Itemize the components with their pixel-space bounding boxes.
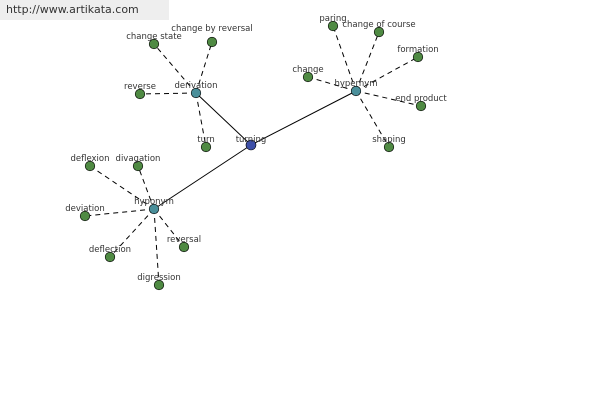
node-reverse[interactable] [134, 88, 146, 100]
node-hyponym[interactable] [148, 203, 160, 215]
node-deflection[interactable] [104, 251, 116, 263]
edge-derivation-change-state [153, 43, 197, 94]
edge-hypernym-change-of-course [355, 31, 380, 92]
label-derivation[interactable]: derivation [174, 81, 217, 91]
node-deviation[interactable] [79, 210, 91, 222]
edge-hyponym-reversal [153, 208, 185, 248]
label-digression[interactable]: digression [137, 273, 181, 283]
label-change[interactable]: change [292, 65, 323, 75]
label-formation[interactable]: formation [397, 45, 438, 55]
label-shaping[interactable]: shaping [372, 135, 406, 145]
edge-hypernym-paring [332, 25, 357, 92]
edge-derivation-turn [195, 92, 207, 148]
node-end-product[interactable] [415, 100, 427, 112]
edge-hypernym-formation [355, 56, 419, 92]
label-hyponym[interactable]: hyponym [134, 197, 174, 207]
edge-hypernym-shaping [355, 90, 390, 148]
edge-turning-hypernym [250, 90, 357, 146]
edge-hyponym-deflection [109, 208, 155, 258]
edge-turning-derivation [195, 92, 252, 146]
node-change-of-course[interactable] [373, 26, 385, 38]
node-change[interactable] [302, 71, 314, 83]
label-divagation[interactable]: divagation [116, 154, 161, 164]
label-change-by-reversal[interactable]: change by reversal [171, 24, 252, 34]
edge-hyponym-deflexion [89, 165, 155, 210]
label-paring[interactable]: paring [319, 14, 346, 24]
edge-turning-hyponym [153, 144, 252, 210]
node-formation[interactable] [412, 51, 424, 63]
edge-hyponym-divagation [137, 165, 155, 210]
watermark-url[interactable]: http://www.artikata.com [0, 0, 169, 20]
node-turn[interactable] [200, 141, 212, 153]
node-turning[interactable] [245, 139, 257, 151]
label-change-state[interactable]: change state [126, 32, 182, 42]
label-turn[interactable]: turn [197, 135, 214, 145]
label-end-product[interactable]: end product [395, 94, 447, 104]
edge-hyponym-deviation [84, 208, 155, 217]
node-deflexion[interactable] [84, 160, 96, 172]
label-deflexion[interactable]: deflexion [70, 154, 109, 164]
label-hypernym[interactable]: hypernym [334, 79, 377, 89]
label-reverse[interactable]: reverse [124, 82, 156, 92]
node-change-by-reversal[interactable] [206, 36, 218, 48]
node-hypernym[interactable] [350, 85, 362, 97]
edge-derivation-reverse [139, 92, 197, 95]
label-change-of-course[interactable]: change of course [342, 20, 415, 30]
edge-hypernym-end-product [355, 90, 422, 107]
edge-hyponym-digression [153, 208, 160, 286]
node-derivation[interactable] [190, 87, 202, 99]
node-digression[interactable] [153, 279, 165, 291]
label-turning[interactable]: turning [236, 135, 267, 145]
label-reversal[interactable]: reversal [167, 235, 201, 245]
graph-nodes [79, 20, 427, 291]
label-deviation[interactable]: deviation [65, 204, 105, 214]
node-divagation[interactable] [132, 160, 144, 172]
graph-edges [84, 25, 422, 286]
node-change-state[interactable] [148, 38, 160, 50]
label-deflection[interactable]: deflection [89, 245, 131, 255]
node-shaping[interactable] [383, 141, 395, 153]
node-paring[interactable] [327, 20, 339, 32]
node-reversal[interactable] [178, 241, 190, 253]
